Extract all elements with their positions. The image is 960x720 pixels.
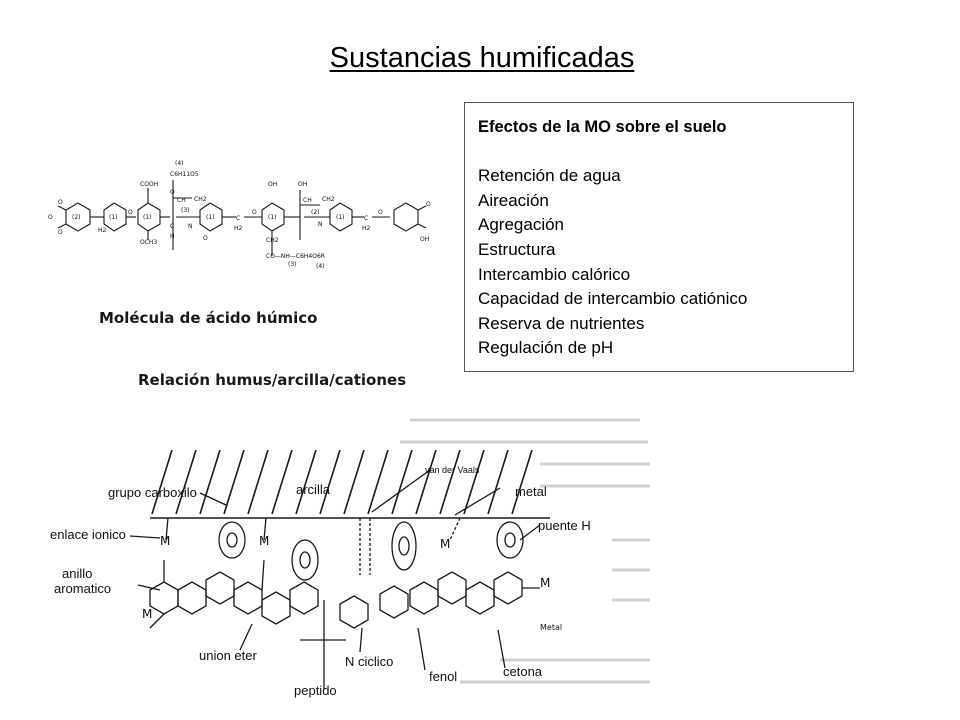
label-cetona: cetona — [503, 664, 543, 679]
effects-list: Retención de agua Aireación Agregación E… — [478, 164, 853, 361]
molecule-text-och3: OCH3 — [140, 239, 157, 246]
molecule-text-ring: (1) — [268, 214, 277, 221]
label-van-der-waals: van der Vaals — [425, 465, 480, 475]
molecule-text-c: C — [364, 215, 368, 222]
molecule-text-ring: (2) — [72, 214, 81, 221]
molecule-text-ring: (3) — [288, 261, 297, 268]
molecule-text-oh: OH — [268, 181, 277, 188]
molecule-text-ring: (4) — [316, 263, 325, 270]
caption-relation: Relación humus/arcilla/cationes — [138, 371, 407, 389]
effects-heading: Efectos de la MO sobre el suelo — [478, 118, 727, 136]
effects-item: Agregación — [478, 215, 565, 235]
molecule-text-ring: (1) — [109, 214, 118, 221]
humus-rings — [149, 571, 523, 629]
effects-box: Efectos de la MO sobre el suelo Retenció… — [464, 102, 854, 372]
molecule-text-ch: CH — [177, 197, 186, 204]
molecule-text-h2: H2 — [98, 227, 107, 234]
molecule-text-ring: (4) — [175, 160, 184, 167]
effects-item: Aireación — [478, 190, 549, 210]
molecule-text-c: C — [236, 215, 240, 222]
molecule-text-oh: OH — [298, 181, 307, 188]
molecule-text-o: O — [128, 209, 133, 216]
molecule-text-o: O — [170, 189, 175, 196]
molecule-text-peptide: CO—NH—C6H4O6R — [266, 253, 325, 260]
molecule-text-h2: H2 — [234, 225, 243, 232]
label-puente-h: puente H — [538, 518, 591, 533]
aromatic-ring — [329, 202, 353, 232]
metal-cations — [165, 517, 461, 575]
water-molecules — [218, 521, 524, 581]
molecule-text-n: N — [188, 223, 193, 230]
label-fenol: fenol — [429, 669, 457, 684]
molecule-text-ch2: CH2 — [322, 196, 335, 203]
metal-small-label: Metal — [540, 623, 562, 632]
molecule-text-ring: (1) — [206, 214, 215, 221]
clay-hatching — [151, 449, 533, 515]
effects-item: Capacidad de intercambio catiónico — [478, 289, 748, 309]
molecule-text-o: O — [58, 229, 63, 236]
molecule-text-c: C — [170, 223, 174, 230]
molecule-text-o: O — [58, 199, 63, 206]
molecule-text-ch2: CH2 — [266, 237, 279, 244]
aromatic-ring — [199, 202, 223, 232]
molecule-text-sugar: C6H11O5 — [170, 171, 199, 178]
label-peptido: peptido — [294, 683, 337, 698]
label-anillo: anillo — [62, 566, 92, 581]
label-grupo-carboxilo: grupo carboxilo — [108, 485, 197, 500]
humic-acid-molecule — [57, 180, 427, 256]
page-title: Sustancias humificadas — [329, 42, 635, 74]
caption-molecule: Molécula de ácido húmico — [99, 309, 318, 327]
molecule-text-o: O — [378, 209, 383, 216]
molecule-text-o: O — [203, 235, 208, 242]
molecule-text-ring: (2) — [311, 209, 320, 216]
label-arcilla: arcilla — [296, 482, 331, 497]
label-union-eter: union eter — [199, 648, 257, 663]
effects-item: Regulación de pH — [478, 338, 614, 358]
molecule-text-ring: (3) — [181, 207, 190, 214]
metal-symbol: M — [160, 534, 170, 548]
molecule-text-n: N — [318, 221, 323, 228]
molecule-text-o: O — [48, 214, 53, 221]
molecule-text-ring: (1) — [143, 214, 152, 221]
quinone-ring-right — [393, 202, 419, 232]
effects-item: Retención de agua — [478, 166, 621, 186]
diagram-labels: grupo carboxilo arcilla van der Vaals me… — [50, 465, 591, 698]
molecule-text-o: O — [252, 209, 257, 216]
metal-symbol: M — [540, 576, 550, 590]
effects-item: Reserva de nutrientes — [478, 313, 645, 333]
metal-symbol: M — [440, 537, 450, 551]
effects-item: Estructura — [478, 239, 556, 259]
humus-clay-diagram — [129, 418, 650, 690]
humus-structure-text: M M M M M Metal — [142, 534, 562, 632]
aromatic-ring — [103, 202, 127, 232]
metal-symbol: M — [142, 607, 152, 621]
molecule-text-oh: OH — [420, 236, 429, 243]
label-aromatico: aromatico — [54, 581, 111, 596]
molecule-text-o: O — [426, 201, 431, 208]
background-text-ghost — [400, 418, 650, 684]
molecule-text-cooh: COOH — [140, 181, 158, 188]
aromatic-ring — [261, 202, 285, 232]
molecule-text: O O O (2) (1) (1) O H2 COOH OCH3 (4) C6H… — [48, 160, 431, 270]
molecule-text-ring: (1) — [336, 214, 345, 221]
molecule-text-ch: CH — [303, 197, 312, 204]
label-metal: metal — [515, 484, 547, 499]
molecule-text-h: H — [170, 233, 175, 240]
molecule-text-h2: H2 — [362, 225, 371, 232]
metal-symbol: M — [259, 534, 269, 548]
label-enlace-ionico: enlace ionico — [50, 527, 126, 542]
effects-item: Intercambio calórico — [478, 264, 631, 284]
label-n-ciclico: N ciclico — [345, 654, 393, 669]
molecule-text-ch2: CH2 — [194, 196, 207, 203]
